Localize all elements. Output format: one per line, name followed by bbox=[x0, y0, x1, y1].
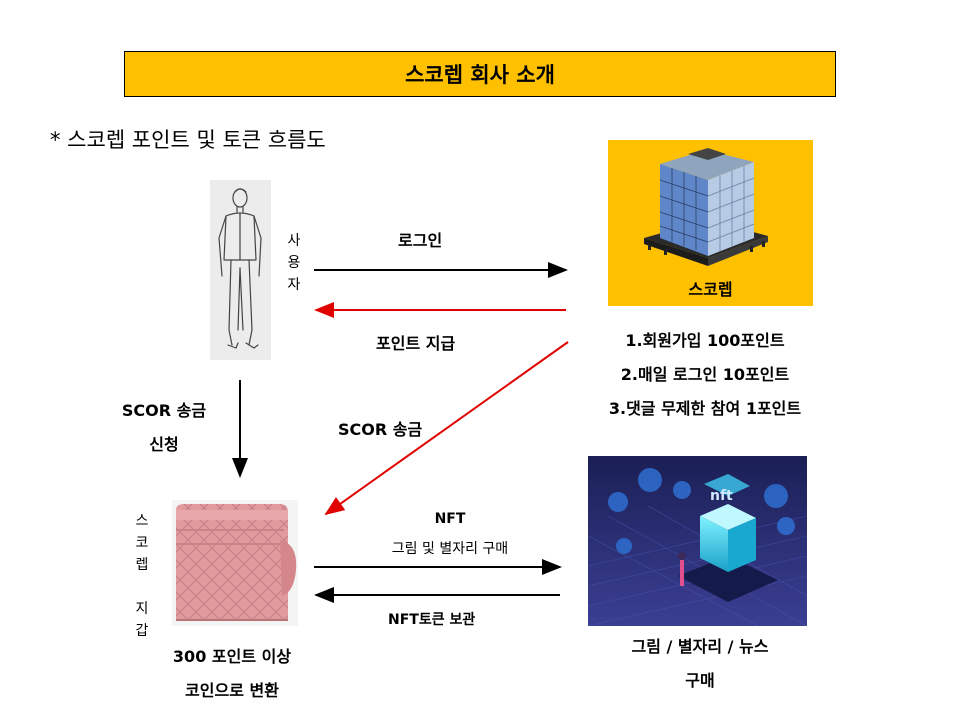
person-icon bbox=[218, 188, 262, 349]
nft-cube-icon: nft bbox=[588, 456, 807, 626]
scor-send-label: SCOR 송금 bbox=[338, 420, 423, 439]
page-title-text: 스코렙 회사 소개 bbox=[405, 63, 555, 87]
user-label: 사 용 자 bbox=[287, 233, 301, 293]
point-rules-list: 1.회원가입 100포인트 2.매일 로그인 10포인트 3.댓글 무제한 참여… bbox=[580, 324, 830, 426]
page-title: 스코렙 회사 소개 bbox=[124, 51, 836, 97]
scor-send-arrow bbox=[324, 341, 569, 516]
diagram-subtitle: * 스코렙 포인트 및 토큰 흐름도 bbox=[50, 128, 326, 152]
nft-purchase-label: NFT 그림 및 별자리 구매 bbox=[391, 511, 509, 557]
wallet-caption: 300 포인트 이상 코인으로 변환 bbox=[172, 647, 292, 700]
wallet-icon bbox=[176, 504, 297, 621]
nft-image: nft bbox=[588, 456, 807, 626]
company-panel: 스코렙 bbox=[608, 140, 813, 306]
point-grant-label: 포인트 지급 bbox=[376, 334, 456, 353]
point-rule-item: 3.댓글 무제한 참여 1포인트 bbox=[608, 399, 802, 418]
login-label: 로그인 bbox=[398, 231, 443, 250]
point-rule-item: 1.회원가입 100포인트 bbox=[625, 331, 785, 350]
point-rule-item: 2.매일 로그인 10포인트 bbox=[620, 365, 790, 384]
nft-caption: 그림 / 별자리 / 뉴스 구매 bbox=[631, 637, 769, 690]
wallet-image bbox=[172, 500, 298, 626]
company-label: 스코렙 bbox=[688, 280, 733, 299]
wallet-label: 스 코 렙 지 갑 bbox=[135, 513, 149, 639]
scor-request-label: SCOR 송금 신청 bbox=[121, 401, 207, 454]
nft-storage-label: NFT토큰 보관 bbox=[388, 612, 476, 628]
building-icon bbox=[644, 148, 768, 266]
svg-text:nft: nft bbox=[710, 488, 733, 504]
user-figure bbox=[210, 180, 271, 360]
